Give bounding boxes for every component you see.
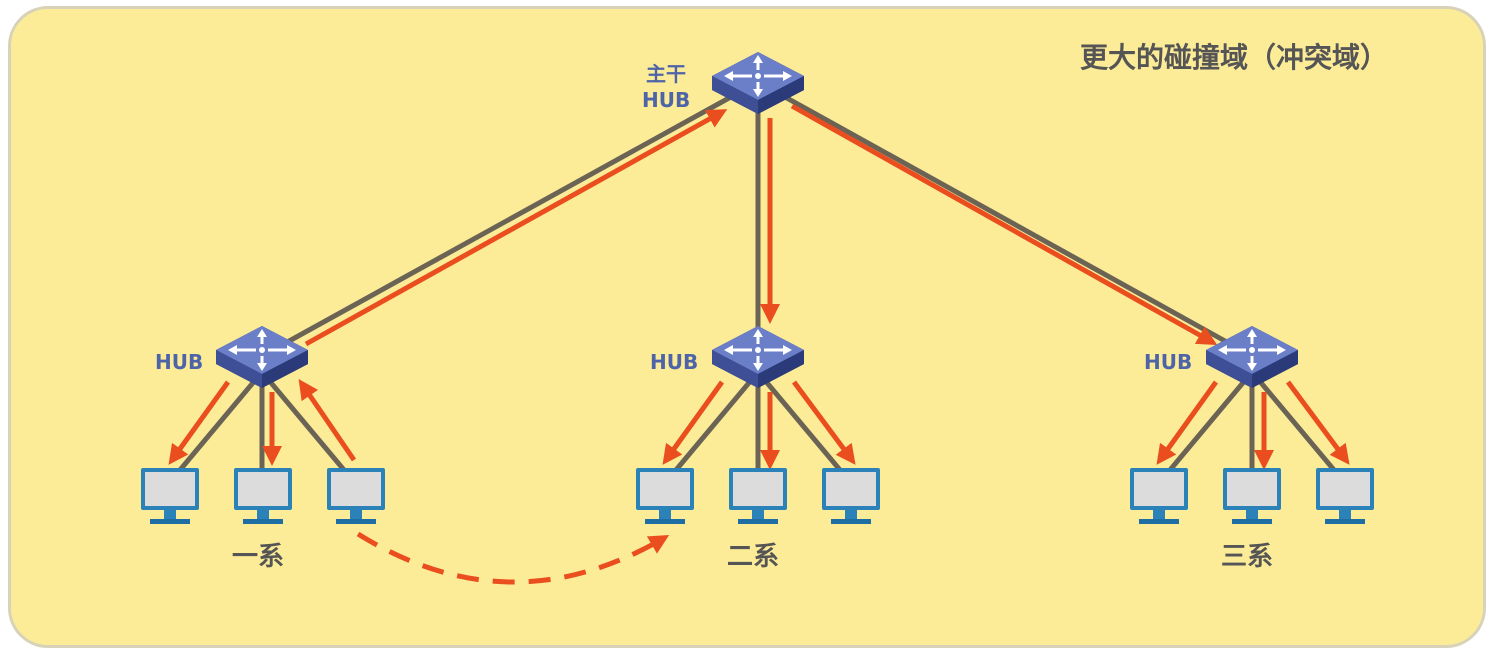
pc-dept3-3-icon [1316,468,1374,524]
pc-dept2-2-icon [729,468,787,524]
signal-arrow-hub1-to-core [304,109,728,347]
pc-dept3-2-icon [1223,468,1281,524]
cable-hub3-pc3 [1250,370,1336,472]
signal-arrow-hub2-to-pc3 [791,380,856,465]
core-hub-label-top: 主干 [646,62,686,86]
pc-dept1-2-icon [234,468,292,524]
core-hub-icon [710,50,806,116]
cable-core-hub3 [756,79,1254,359]
department-2-label: 二系 [727,542,780,572]
signal-arrow-hub2-to-pc1 [662,380,725,465]
core-hub-label-bottom: HUB [642,88,691,112]
hub3-label: HUB [1144,350,1193,374]
hub1-icon [214,324,310,390]
hub2-icon [710,324,806,390]
signal-arrow-hub3-to-pc1 [1156,380,1219,465]
pc-dept2-1-icon [636,468,694,524]
signal-arrow-pc3-to-hub1 [298,379,357,462]
cable-hub2-pc1 [674,370,760,472]
cable-hub1-pc3 [260,370,346,472]
signal-arrow-core-to-hub3 [790,103,1218,345]
cable-hub3-pc1 [1168,370,1254,472]
pc-dept3-1-icon [1130,468,1188,524]
department-3-label: 三系 [1221,542,1274,572]
pc-dept2-3-icon [822,468,880,524]
diagram-panel [8,6,1486,648]
department-1-label: 一系 [232,542,285,572]
signal-arrow-hub1-to-pc1 [168,380,231,465]
diagram-title: 更大的碰撞域（冲突域） [1080,41,1389,74]
hub2-label: HUB [650,350,699,374]
cable-hub1-pc1 [178,370,264,472]
dashed-arrow-dept1-to-dept2 [356,531,670,585]
cable-hub2-pc3 [756,370,842,472]
signal-arrow-hub3-to-pc3 [1285,380,1350,465]
hub1-label: HUB [155,350,204,374]
cable-core-hub1 [260,79,760,359]
pc-dept1-3-icon [327,468,385,524]
pc-dept1-1-icon [141,468,199,524]
